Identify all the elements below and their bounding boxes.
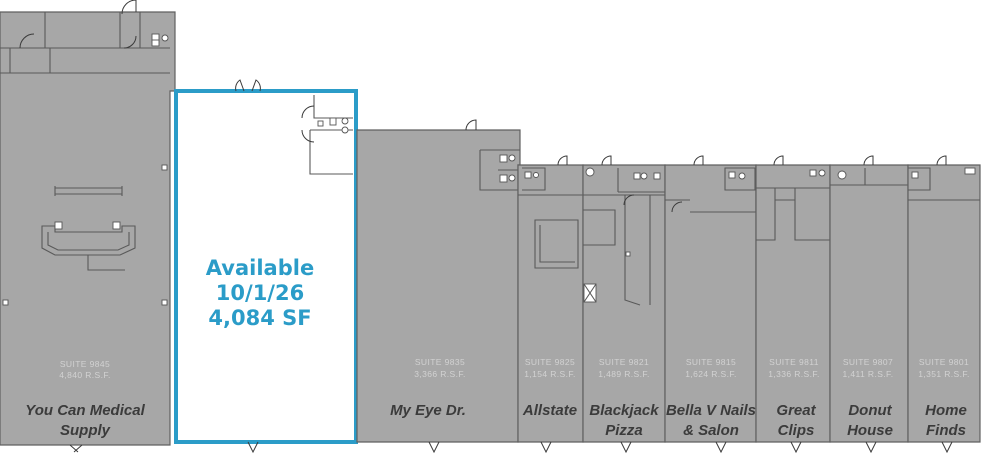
suite-9845[interactable] [0,0,176,446]
suite-number: SUITE 9835 [415,357,465,367]
available-date: 10/1/26 [216,281,304,305]
available-suite[interactable] [174,79,358,454]
suite-number: SUITE 9821 [599,357,649,367]
tenant-name: My Eye Dr. [390,402,466,419]
suite-area: 1,351 R.S.F. [918,369,970,379]
suite-area: 3,366 R.S.F. [414,369,466,379]
suite-number: SUITE 9811 [769,357,819,367]
tenant-name: Bella V Nails [666,402,756,419]
suite-9807[interactable] [829,155,909,443]
suite-9835[interactable] [356,119,521,443]
suite-number: SUITE 9815 [686,357,736,367]
tenant-name: Home [925,402,967,419]
tenant-name: Clips [778,422,815,439]
suite-number: SUITE 9825 [525,357,575,367]
tenant-name: House [847,422,893,439]
suite-number: SUITE 9801 [919,357,969,367]
available-line1: Available [206,256,314,280]
suite-area: 1,154 R.S.F. [524,369,576,379]
tenant-name: Blackjack [589,402,659,419]
tenant-name: Great [776,402,816,419]
suite-9821[interactable] [582,155,666,443]
tenant-name: Supply [60,422,111,439]
available-area: 4,084 SF [208,306,311,330]
suite-9825[interactable] [517,155,584,443]
suite-area: 4,840 R.S.F. [59,370,111,380]
tenant-name: Donut [848,402,892,419]
tenant-name: You Can Medical [25,402,145,419]
suite-9801[interactable] [907,155,981,443]
suite-area: 1,411 R.S.F. [843,369,894,379]
tenant-name: Pizza [605,422,643,439]
suite-area: 1,336 R.S.F. [768,369,820,379]
tenant-name: Allstate [522,402,577,419]
tenant-name: & Salon [683,422,739,439]
rear-doors [69,441,953,454]
suite-area: 1,489 R.S.F. [598,369,650,379]
suite-number: SUITE 9807 [843,357,893,367]
suite-9811[interactable] [755,155,831,443]
tenant-name: Finds [926,422,966,439]
suite-area: 1,624 R.S.F. [685,369,737,379]
suite-9815[interactable] [664,155,757,443]
suite-number: SUITE 9845 [60,359,110,369]
